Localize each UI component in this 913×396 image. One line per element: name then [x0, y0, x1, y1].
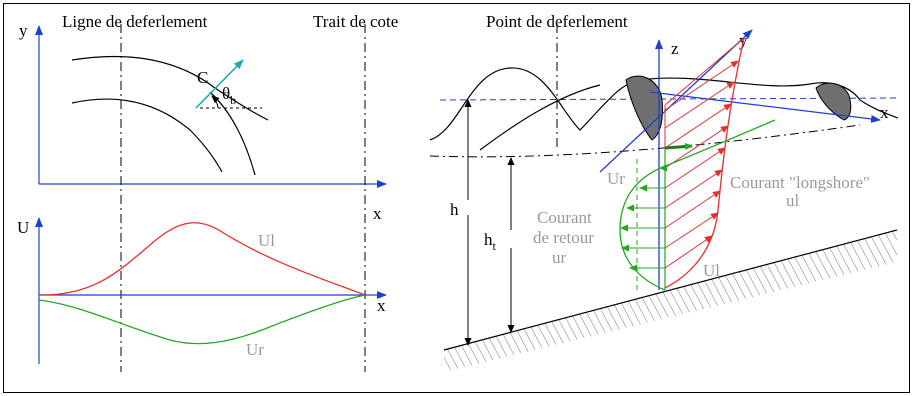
plan-x-label: x	[373, 204, 382, 223]
plan-y-label: y	[19, 21, 28, 40]
depth-ht-label: ht	[484, 230, 497, 253]
longshore-arrow	[664, 125, 729, 169]
wave-crest-left	[479, 84, 601, 151]
profile-x-label: x	[377, 296, 386, 315]
angle-arc	[211, 95, 220, 109]
longshore-arrow	[664, 235, 713, 269]
longshore-profile	[664, 37, 745, 289]
return-current-profile	[619, 119, 776, 291]
current-profile-panel: U x Ul Ur	[17, 217, 387, 364]
shoreline-title: Trait de cote	[313, 12, 398, 31]
wave-crest-1	[71, 55, 269, 121]
wave-crest-2	[71, 98, 223, 173]
longshore-diagonal	[664, 37, 745, 106]
longshore-arrow	[664, 212, 719, 249]
ul-label: Ul	[258, 231, 275, 250]
return-current-label-1: Courant	[537, 208, 592, 227]
longshore-label-2: ul	[786, 191, 800, 210]
plan-view-panel: Ligne de deferlement Trait de cote y x C…	[19, 12, 398, 372]
angle-label: θb	[222, 84, 236, 107]
axis-y	[599, 29, 753, 173]
ul-curve	[38, 222, 366, 296]
longshore-arrow	[664, 81, 735, 129]
ur-label: Ur	[246, 340, 264, 359]
depth-h-label: h	[450, 200, 459, 219]
longshore-arrow	[664, 190, 721, 229]
breaking-line-title: Ligne de deferlement	[62, 12, 208, 31]
return-envelope	[619, 119, 776, 291]
celerity-label: C	[197, 68, 208, 87]
longshore-arrow	[664, 147, 726, 189]
longshore-arrow	[664, 103, 732, 149]
sea-bed	[444, 230, 897, 372]
longshore-arrow	[664, 169, 723, 209]
axis-z-label: z	[671, 39, 679, 58]
axis-x-label: x	[880, 103, 889, 122]
cross-section-panel: Point de deferlement h ht z y x	[429, 12, 899, 372]
ul-right-label: Ul	[703, 261, 720, 280]
longshore-arrow	[664, 60, 739, 111]
breaker-right	[815, 82, 852, 121]
return-current-label-3: ur	[552, 248, 567, 267]
ur-right-label: Ur	[607, 169, 625, 188]
return-current-label-2: de retour	[533, 228, 594, 247]
axis-x	[649, 91, 881, 123]
profile-u-label: U	[17, 218, 29, 237]
return-arrow	[664, 143, 693, 151]
outer-border	[3, 3, 910, 393]
ur-curve	[38, 294, 366, 345]
longshore-label-1: Courant "longshore"	[730, 173, 870, 192]
breaking-point-title: Point de deferlement	[486, 12, 628, 31]
sea-bed-line	[443, 229, 898, 351]
celerity-vector	[195, 59, 244, 109]
longshore-envelope	[664, 37, 745, 289]
